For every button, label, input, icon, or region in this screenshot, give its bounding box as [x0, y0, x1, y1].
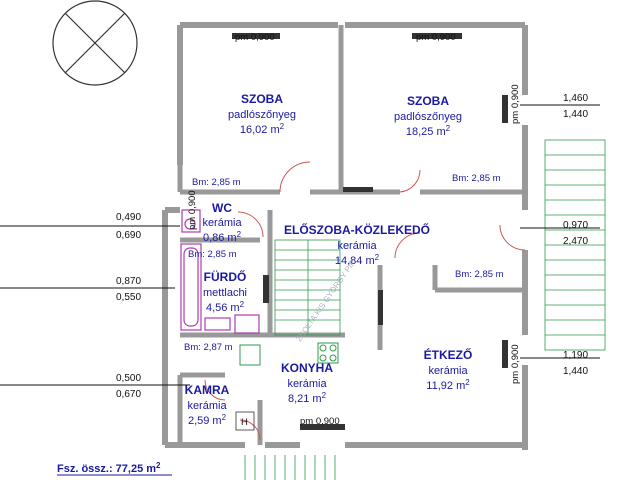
room-name: SZOBA — [407, 94, 449, 108]
room-name: ELŐSZOBA-KÖZLEKEDŐ — [284, 222, 430, 237]
room-wc: WC kerámia 0,86 m2 — [202, 201, 242, 244]
room-material: kerámia — [287, 378, 327, 390]
window-mark: pm 0,900 — [510, 344, 521, 384]
dimension-lines — [0, 104, 600, 386]
dimension-value: 2,470 — [563, 236, 588, 247]
dimension-value: 0,690 — [116, 230, 141, 241]
dimension-value: 1,440 — [563, 109, 588, 120]
sanitary-fixtures — [180, 209, 260, 334]
svg-text:0,86 m2: 0,86 m2 — [203, 230, 242, 244]
svg-text:8,21 m2: 8,21 m2 — [288, 391, 327, 405]
window-mark: pm 0,900 — [510, 84, 521, 124]
room-kamra: KAMRA kerámia 2,59 m2 — [185, 383, 230, 427]
dimension-value: 0,670 — [116, 389, 141, 400]
height-wc: Bm: 2,85 m — [188, 249, 237, 260]
height-szoba-1: Bm: 2,85 m — [192, 177, 241, 188]
room-area: 16,02 m — [240, 124, 280, 136]
room-area: 8,21 m — [288, 393, 322, 405]
room-material: kerámia — [187, 400, 227, 412]
staircase — [274, 239, 341, 336]
room-material: padlószőnyeg — [228, 109, 296, 121]
kamra-box — [235, 411, 255, 431]
watermark: ZSOLTA.KIS GYÖRGY PIP — [294, 258, 357, 343]
room-area: 0,86 m — [203, 232, 237, 244]
room-etkezo: ÉTKEZŐ kerámia 11,92 m2 — [424, 347, 473, 392]
compass-icon — [52, 0, 138, 86]
room-furdo: FÜRDŐ mettlachi 4,56 m2 — [203, 269, 247, 314]
window-mark: pm 0,900 — [300, 416, 340, 427]
svg-text:2,59 m2: 2,59 m2 — [188, 413, 227, 427]
dimension-value: 0,500 — [116, 373, 141, 384]
svg-text:16,02 m2: 16,02 m2 — [240, 122, 285, 136]
room-material: mettlachi — [203, 287, 247, 299]
svg-text:14,84 m2: 14,84 m2 — [335, 253, 380, 267]
svg-text:11,92 m2: 11,92 m2 — [426, 378, 470, 392]
room-name: FÜRDŐ — [204, 269, 247, 284]
dimension-value: 1,440 — [563, 366, 588, 377]
room-area: 14,84 m — [335, 255, 375, 267]
room-name: KAMRA — [185, 383, 230, 397]
dimension-value: 1,190 — [563, 350, 588, 361]
room-konyha: KONYHA kerámia 8,21 m2 — [281, 361, 333, 405]
height-eloszoba: Bm: 2,85 m — [455, 269, 504, 280]
room-szoba-2: SZOBA padlószőnyeg 18,25 m2 — [394, 94, 462, 138]
exterior-stairs — [244, 139, 606, 480]
doors — [204, 161, 526, 441]
room-name: SZOBA — [241, 92, 283, 106]
exterior-walls — [162, 22, 528, 450]
dimension-value: 0,550 — [116, 292, 141, 303]
room-material: kerámia — [202, 217, 242, 229]
wall-accents — [232, 33, 508, 430]
svg-text:18,25 m2: 18,25 m2 — [406, 124, 451, 138]
window-mark: pm 0,900 — [416, 32, 456, 43]
room-szoba-1: SZOBA padlószőnyeg 16,02 m2 — [228, 92, 296, 136]
svg-text:4,56 m2: 4,56 m2 — [206, 300, 245, 314]
room-material: padlószőnyeg — [394, 111, 462, 123]
kamra-box-label: H — [241, 417, 248, 428]
window-mark: pm 0,900 — [235, 32, 275, 43]
room-area: 2,59 m — [188, 415, 222, 427]
kitchen-fixtures — [239, 342, 339, 366]
dimension-value: 0,490 — [116, 212, 141, 223]
window-mark: pm 0,900 — [187, 190, 198, 230]
dimension-value: 0,870 — [116, 276, 141, 287]
height-konyha: Bm: 2,87 m — [184, 342, 233, 353]
room-material: kerámia — [428, 365, 468, 377]
room-name: WC — [212, 201, 232, 215]
room-area: 4,56 m — [206, 302, 240, 314]
dimension-value: 1,460 — [563, 93, 588, 104]
dimension-value: 0,970 — [563, 220, 588, 231]
room-eloszoba: ELŐSZOBA-KÖZLEKEDŐ kerámia 14,84 m2 — [284, 222, 430, 267]
total-area: Fsz. össz.: 77,25 m2 — [57, 461, 161, 475]
room-area: 11,92 m — [426, 380, 465, 392]
room-area: 18,25 m — [406, 126, 446, 138]
room-name: KONYHA — [281, 361, 333, 375]
room-name: ÉTKEZŐ — [424, 347, 473, 362]
height-szoba-2: Bm: 2,85 m — [452, 173, 501, 184]
room-material: kerámia — [337, 240, 377, 252]
